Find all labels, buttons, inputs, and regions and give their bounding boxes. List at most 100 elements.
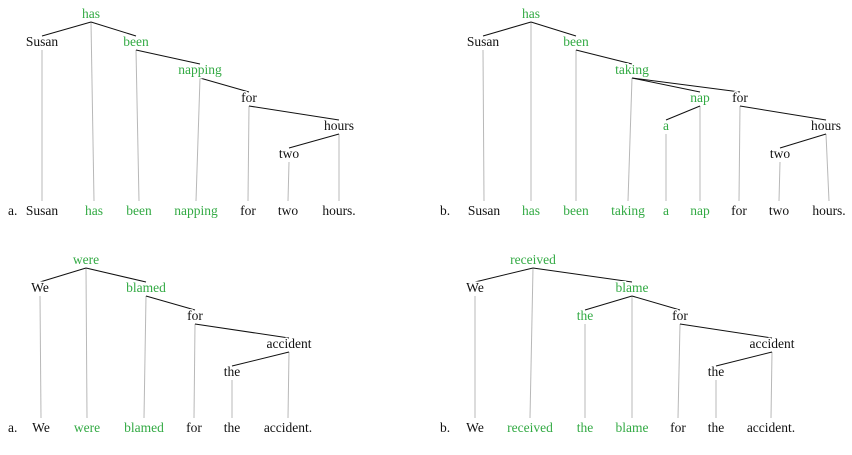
tree-node-for: for [241,90,257,105]
projection-line-accident [770,351,773,419]
edge-blamed-for [145,295,196,311]
edge-hours-two [288,133,340,149]
sentence-word-susan: Susan [26,203,59,218]
projection-line-blamed [143,295,147,419]
example-label: b. [440,420,450,435]
tree-node-napping: napping [178,62,222,77]
sentence-word-hours: hours. [322,203,355,218]
tree-node-two: two [279,146,300,161]
tree-node-taking: taking [615,62,649,77]
projection-line-taking [627,77,633,202]
tree-node-for: for [187,308,203,323]
projection-lines [41,21,340,202]
sentence-word-napping: napping [174,203,218,218]
tree-node-hours: hours [811,118,841,133]
projection-line-hours [825,133,830,202]
projection-line-napping [195,77,201,202]
dependency-edges [474,267,773,367]
edge-were-we [39,267,87,283]
sentence-word-we: We [32,420,50,435]
edge-blame-the1 [584,295,633,311]
sentence-word-has: has [85,203,103,218]
edge-been-napping [135,49,201,65]
projection-line-susan [482,49,485,202]
projection-line-received [529,267,534,419]
projection-line-two [287,161,290,202]
tree-node-for: for [672,308,688,323]
tree-node-has: has [522,6,540,21]
tree-node-the: the [224,364,241,379]
sentence-word-susan: Susan [468,203,501,218]
example-label: a. [8,203,17,218]
sentence-word-the1: the [577,420,594,435]
edge-been-taking [575,49,633,65]
sentence-word-been: been [563,203,589,218]
tree-node-blame: blame [616,280,649,295]
sentence-word-been: been [126,203,152,218]
sentence-word-two: two [769,203,790,218]
projection-lines [482,22,830,202]
edge-napping-for [199,77,250,93]
tree-node-two: two [770,146,791,161]
tree-node-the2: the [708,364,725,379]
projection-line-has [90,21,95,202]
edge-for-accident [194,323,290,339]
edge-has-susan [41,21,92,37]
sentence-word-for: for [731,203,747,218]
tree-node-we: We [31,280,49,295]
sentence-word-a: a [663,203,669,218]
projection-lines [474,267,773,419]
edge-taking-nap [631,77,701,93]
dependency-edges [41,21,340,149]
edge-for-hours [248,105,340,121]
tree-node-susan: Susan [26,34,59,49]
tree-node-accident: accident [267,336,312,351]
projection-line-for [193,323,196,419]
tree-node-accident: accident [750,336,795,351]
projection-line-for [738,105,741,202]
dependency-edges [482,21,827,149]
sentence-word-for: for [240,203,256,218]
tree-node-nap: nap [690,90,710,105]
edge-accident-the2 [715,351,773,367]
tree-node-a: a [663,118,669,133]
tree-node-for: for [732,90,748,105]
projection-line-were [85,267,88,419]
sentence-word-we: We [466,420,484,435]
sentence-word-taking: taking [611,203,645,218]
sentence-word-the: the [224,420,241,435]
edge-taking-for [631,77,741,93]
edge-were-blamed [85,267,147,283]
edge-hours-two [779,133,827,149]
sentence-word-nap: nap [690,203,710,218]
edge-accident-the [231,351,290,367]
projection-line-two [778,161,781,202]
sentence-word-has: has [522,203,540,218]
tree-node-has: has [82,6,100,21]
edge-received-we [474,267,534,283]
tree-node-been: been [123,34,149,49]
sentence-word-blamed: blamed [124,420,164,435]
tree-node-susan: Susan [467,34,500,49]
projection-line-been [135,49,140,202]
edge-nap-a [665,105,701,121]
edge-blame-for [631,295,681,311]
sentence-word-were: were [74,420,100,435]
edge-has-susan [482,21,532,37]
edge-for-hours [739,105,827,121]
sentence-word-hours: hours. [812,203,845,218]
sentence-word-blame: blame [616,420,649,435]
projection-line-for [247,105,250,202]
tree-node-hours: hours [324,118,354,133]
projection-line-accident [287,351,290,419]
tree-node-been: been [563,34,589,49]
edge-has-been [90,21,137,37]
edge-for-accident [679,323,773,339]
sentence-word-for: for [186,420,202,435]
dependency-edges [39,267,290,367]
projection-lines [39,267,290,419]
